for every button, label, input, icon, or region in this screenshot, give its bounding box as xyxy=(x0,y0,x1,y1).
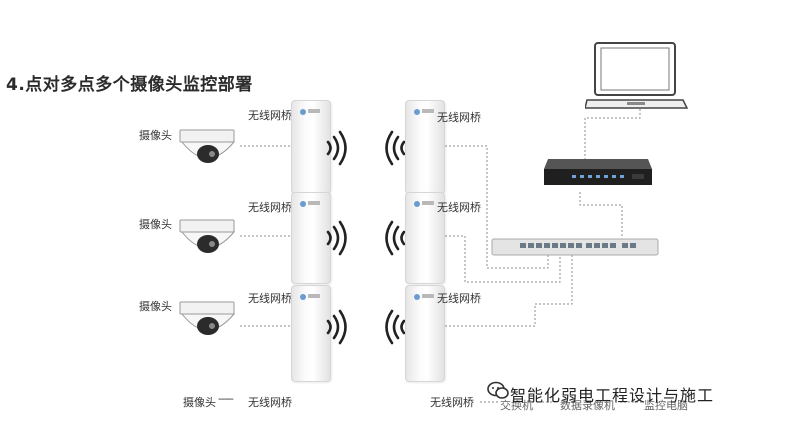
bridge-label-right-2: 无线网桥 xyxy=(437,201,481,214)
bridge-label-right-3: 无线网桥 xyxy=(437,292,481,305)
wireless-signal-icon xyxy=(326,220,347,256)
video-recorder-icon xyxy=(544,159,652,185)
wireless-bridge-left-3 xyxy=(291,285,331,382)
wireless-bridge-left-2 xyxy=(291,192,331,284)
footer-monitor: 监控电脑 xyxy=(644,399,688,412)
footer-bridge-left: 无线网桥 xyxy=(248,396,292,409)
camera-label-2: 摄像头 xyxy=(139,218,172,231)
dome-camera-icon xyxy=(179,219,236,253)
footer-switch: 交换机 xyxy=(500,399,533,412)
bridge-label-left-1: 无线网桥 xyxy=(248,109,292,122)
page-title: 4.点对多点多个摄像头监控部署 xyxy=(6,75,253,95)
footer-dash: ----- xyxy=(218,392,234,405)
bridge-label-right-1: 无线网桥 xyxy=(437,111,481,124)
laptop-icon xyxy=(585,42,689,109)
footer-bridge-right: 无线网桥 xyxy=(430,396,474,409)
dome-camera-icon xyxy=(179,301,236,335)
wireless-signal-icon xyxy=(385,220,406,256)
wireless-bridge-right-2 xyxy=(405,192,445,284)
wireless-signal-icon xyxy=(385,130,406,166)
watermark: 智能化弱电工程设计与施工 xyxy=(510,386,715,405)
footer-camera: 摄像头 xyxy=(183,396,216,409)
dome-camera-icon xyxy=(179,129,236,163)
camera-label-3: 摄像头 xyxy=(139,300,172,313)
footer-recorder: 数据录像机 xyxy=(560,399,615,412)
wireless-bridge-right-3 xyxy=(405,285,445,382)
wireless-signal-icon xyxy=(326,130,347,166)
bridge-label-left-2: 无线网桥 xyxy=(248,201,292,214)
wireless-bridge-left-1 xyxy=(291,100,331,194)
wireless-signal-icon xyxy=(326,309,347,345)
network-switch-icon xyxy=(491,238,659,256)
bridge-label-left-3: 无线网桥 xyxy=(248,292,292,305)
camera-label-1: 摄像头 xyxy=(139,129,172,142)
wireless-signal-icon xyxy=(385,309,406,345)
wireless-bridge-right-1 xyxy=(405,100,445,194)
wechat-icon xyxy=(487,381,509,399)
